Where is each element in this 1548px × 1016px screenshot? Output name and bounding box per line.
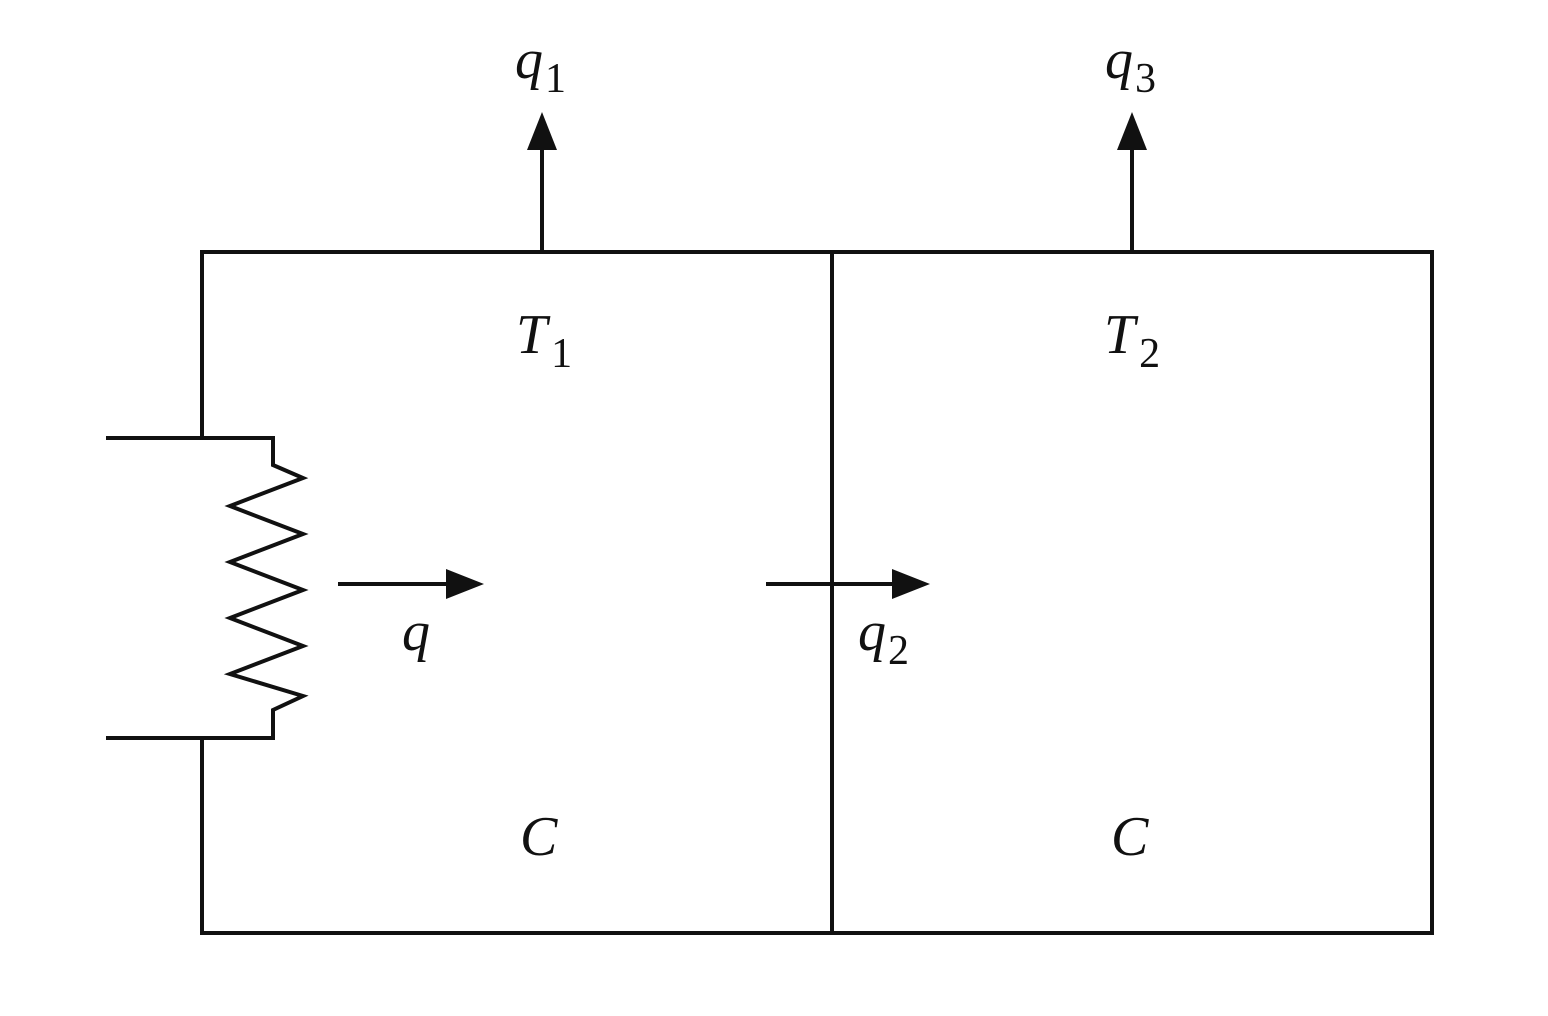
label-c-left: C: [520, 806, 558, 868]
heat-input-arrow: [338, 569, 484, 599]
label-q3: q3: [1105, 29, 1156, 102]
label-q2: q2: [858, 601, 909, 674]
left-chamber-wall: [200, 250, 834, 935]
heat-loss-arrow-left: [527, 112, 557, 250]
label-c-right: C: [1111, 806, 1149, 868]
heat-loss-arrow-right: [1117, 112, 1147, 250]
label-t2: T2: [1104, 304, 1160, 377]
right-chamber-wall: [830, 250, 1434, 935]
heater-resistor-icon: [106, 436, 309, 740]
label-q1: q1: [515, 29, 566, 102]
label-q: q: [402, 601, 430, 663]
label-t1: T1: [516, 304, 572, 377]
heat-transfer-arrow: [766, 569, 930, 599]
